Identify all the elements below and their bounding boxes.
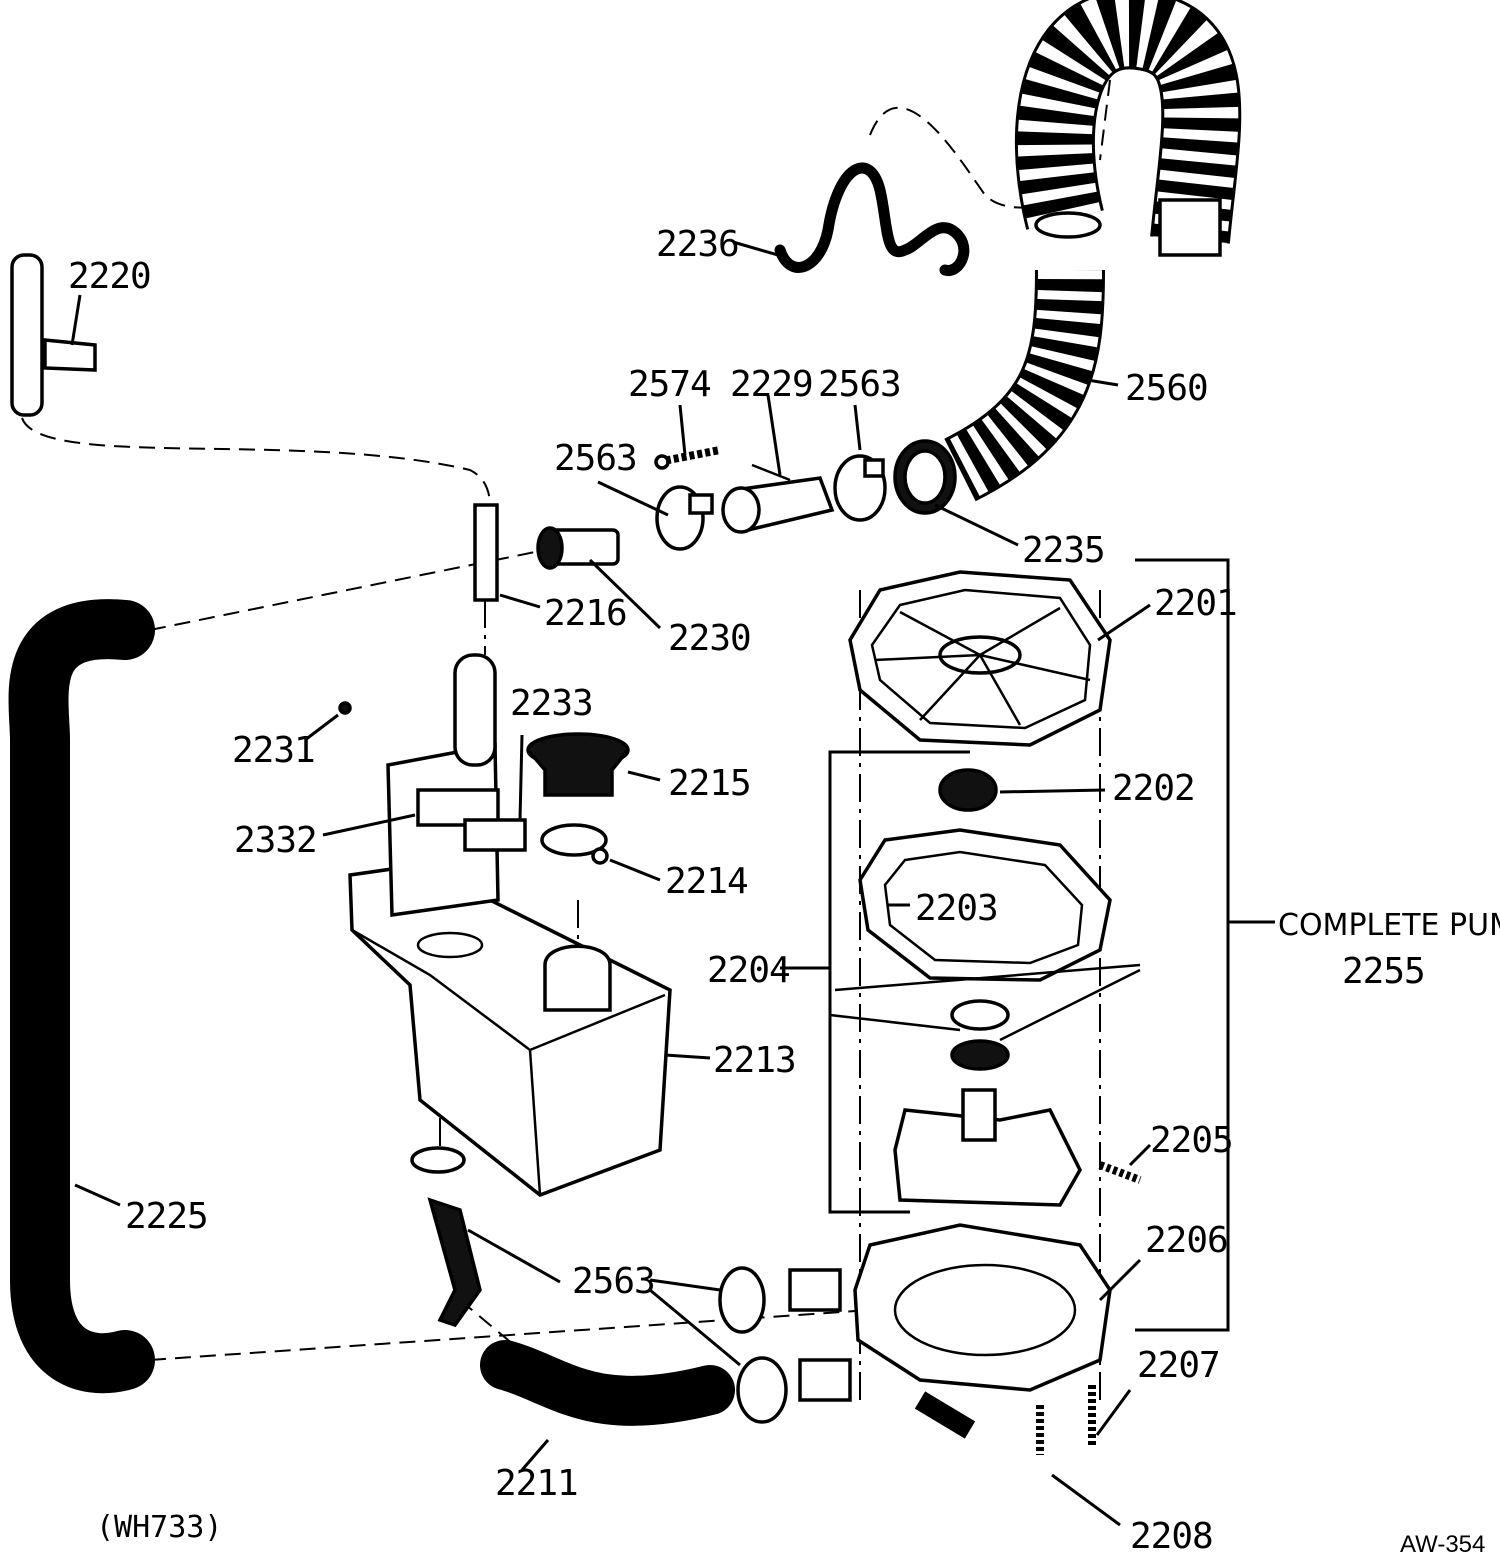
tube-2216: [473, 503, 499, 602]
label-2214: 2214: [665, 861, 748, 902]
clamps-2563-lower: [718, 1266, 852, 1424]
clamp-2563-right: [833, 454, 887, 522]
label-2206: 2206: [1145, 1220, 1228, 1261]
complete-pump-title: COMPLETE PUMP: [1278, 908, 1500, 943]
label-2204: 2204: [707, 950, 790, 991]
hose-2225: [8, 599, 155, 1394]
screws-2207-2208: [1036, 1385, 1096, 1455]
coupling-2229: [721, 463, 835, 534]
subassembly-bracket-2204: [828, 750, 970, 1214]
label-2236: 2236: [656, 224, 739, 265]
reservoir-tank-2213: [338, 653, 672, 1197]
label-2231: 2231: [232, 730, 315, 771]
label-2563-top-right: 2563: [818, 364, 901, 405]
seal-2202: [938, 768, 998, 812]
model-note: (WH733): [96, 1510, 222, 1545]
gasket-2203: [858, 828, 1112, 982]
pump-housing-2206: [853, 1223, 1112, 1439]
label-2208: 2208: [1130, 1516, 1213, 1556]
elbow-hose-lower: [410, 1146, 482, 1328]
drawing-reference: AW-354: [1400, 1531, 1485, 1556]
funnel-2215: [526, 732, 630, 797]
label-2332: 2332: [234, 820, 317, 861]
connector-2230: [536, 526, 620, 570]
complete-pump-number: 2255: [1342, 951, 1425, 992]
impeller-2205: [893, 1088, 1142, 1207]
label-2230: 2230: [668, 618, 751, 659]
label-2560: 2560: [1125, 368, 1208, 409]
hose-2211: [480, 1340, 735, 1426]
label-2213: 2213: [713, 1040, 796, 1081]
label-2235: 2235: [1022, 530, 1105, 571]
label-2233: 2233: [510, 683, 593, 724]
label-2225: 2225: [125, 1196, 208, 1237]
clamp-2563-left: [655, 485, 714, 551]
label-2216: 2216: [544, 593, 627, 634]
label-2215: 2215: [668, 763, 751, 804]
part-labels: 2220 2236 2574 2229 2563 2563 2560 2235 …: [68, 224, 1238, 1556]
pump-cover-2201: [848, 570, 1112, 747]
seal-ring-2204: [829, 963, 1141, 1071]
label-2563-lower: 2563: [572, 1261, 655, 1302]
label-2229: 2229: [730, 364, 813, 405]
leader-lines: [70, 240, 1152, 1527]
label-2201: 2201: [1154, 583, 1237, 624]
clamp-2214: [540, 823, 609, 865]
label-2203: 2203: [915, 888, 998, 929]
drain-hose-2560: [893, 0, 1242, 515]
screw-2574: [654, 446, 721, 470]
wire-hanger-2236: [774, 162, 970, 276]
complete-pump-bracket: [1135, 558, 1275, 1332]
label-2211: 2211: [495, 1463, 578, 1504]
vent-tube-2220: [10, 253, 97, 417]
label-2202: 2202: [1112, 768, 1195, 809]
label-2205: 2205: [1150, 1120, 1233, 1161]
label-2574: 2574: [628, 364, 711, 405]
label-2207: 2207: [1137, 1345, 1220, 1386]
label-2563-top-left: 2563: [554, 438, 637, 479]
label-2220: 2220: [68, 256, 151, 297]
